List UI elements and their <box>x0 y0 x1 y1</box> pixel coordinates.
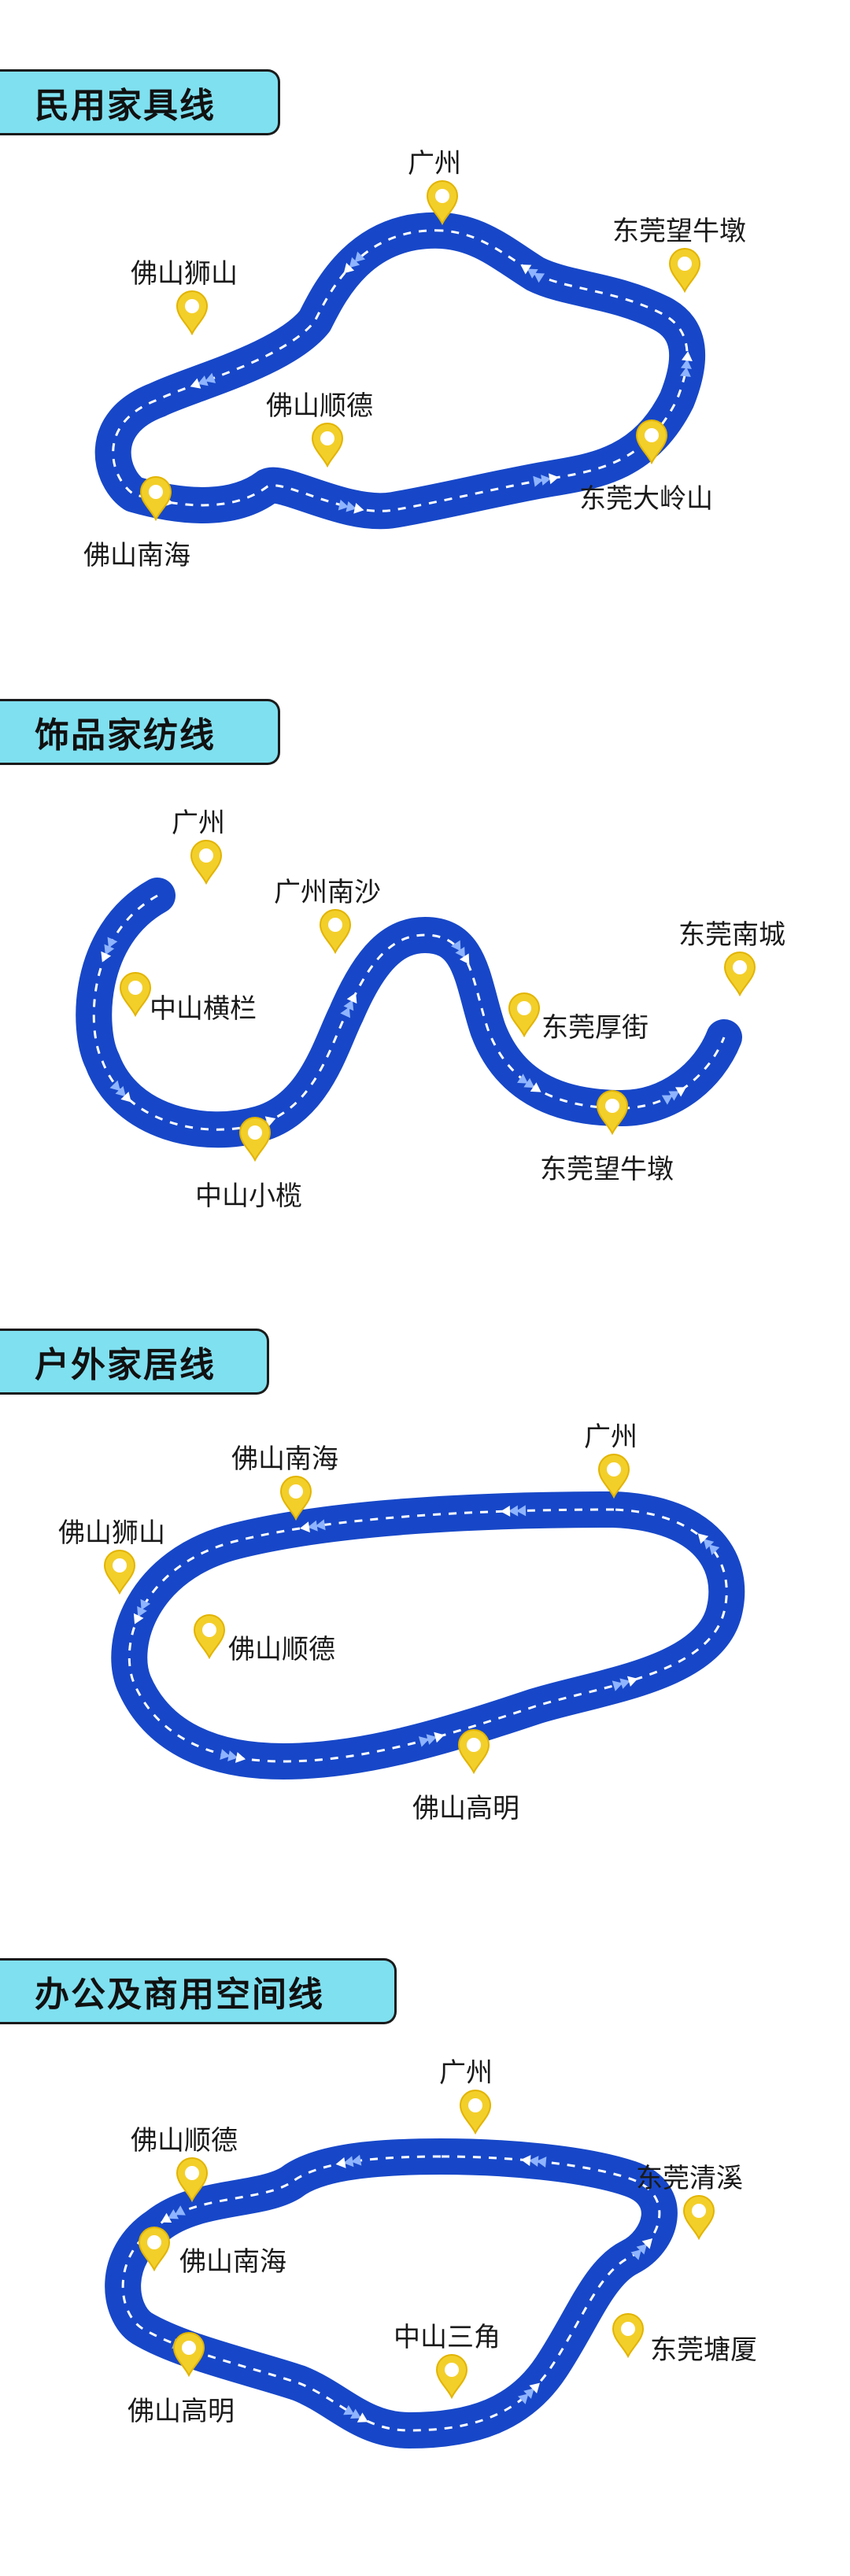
direction-arrow-icon <box>101 937 118 963</box>
direction-arrow-icon <box>340 992 357 1018</box>
place-label: 佛山顺德 <box>131 2125 238 2157</box>
route-section-office: 办公及商用空间线 广州 佛山顺德 东莞清溪 佛山南海 中山三角 东莞塘厦 佛山高… <box>0 1958 850 2576</box>
location-pin-icon <box>238 1116 272 1162</box>
location-pin-icon <box>175 290 209 336</box>
place-label: 广州 <box>439 2057 493 2089</box>
place-label: 广州 <box>584 1421 638 1453</box>
location-pin-icon <box>137 2226 172 2272</box>
place-label: 中山小榄 <box>195 1181 302 1212</box>
route-section-textile: 饰品家纺线 广州 广州南沙 东莞南城 中山横栏 东莞厚街 中山小榄 东莞望牛墩 <box>0 699 850 1266</box>
direction-arrow-icon <box>190 372 216 389</box>
place-label: 广州 <box>172 808 225 839</box>
route-centerline <box>128 1508 728 1763</box>
section-title: 民用家具线 <box>0 69 280 135</box>
place-label: 佛山狮山 <box>131 258 238 290</box>
place-label: 中山三角 <box>394 2322 501 2353</box>
place-label: 佛山高明 <box>128 2396 235 2427</box>
location-pin-icon <box>425 179 460 226</box>
route-diagram <box>111 1491 745 1780</box>
route-section-furniture: 民用家具线 广州 东莞望牛墩 佛山狮山 佛山顺德 东莞大岭山 佛山南海 <box>0 69 850 636</box>
route-diagram <box>94 212 706 530</box>
location-pin-icon <box>611 2312 645 2359</box>
route-diagram <box>76 878 742 1148</box>
section-title: 饰品家纺线 <box>0 699 280 765</box>
location-pin-icon <box>279 1475 313 1521</box>
place-label: 东莞塘厦 <box>650 2334 757 2366</box>
direction-arrow-icon <box>109 1080 131 1103</box>
place-label: 广州南沙 <box>274 877 381 908</box>
location-pin-icon <box>189 839 224 885</box>
direction-arrow-icon <box>418 1732 445 1747</box>
location-pin-icon <box>682 2194 716 2241</box>
location-pin-icon <box>722 951 757 997</box>
location-pin-icon <box>507 992 541 1038</box>
direction-arrow-icon <box>133 1598 151 1624</box>
place-label: 东莞大岭山 <box>579 483 713 515</box>
direction-arrow-icon <box>450 940 470 965</box>
location-pin-icon <box>318 908 353 955</box>
direction-arrow-icon <box>161 2205 186 2223</box>
place-label: 东莞南城 <box>678 919 785 951</box>
location-pin-icon <box>139 475 173 522</box>
place-label: 佛山南海 <box>231 1443 338 1475</box>
location-pin-icon <box>667 247 702 294</box>
direction-arrow-icon <box>335 2154 362 2168</box>
location-pin-icon <box>434 2353 469 2400</box>
location-pin-icon <box>175 2157 209 2203</box>
place-label: 广州 <box>408 148 461 179</box>
direction-arrow-icon <box>299 1519 326 1533</box>
place-label: 佛山顺德 <box>266 390 373 422</box>
section-title: 户外家居线 <box>0 1329 269 1395</box>
place-label: 中山横栏 <box>150 993 257 1025</box>
direction-arrow-icon <box>697 1533 720 1555</box>
place-label: 佛山高明 <box>412 1793 519 1824</box>
direction-arrow-icon <box>533 473 559 487</box>
direction-arrow-icon <box>220 1749 246 1763</box>
place-label: 东莞望牛墩 <box>612 216 746 247</box>
location-pin-icon <box>118 971 153 1018</box>
direction-arrow-icon <box>338 499 364 514</box>
direction-arrow-icon <box>517 2382 540 2404</box>
location-pin-icon <box>458 2089 493 2135</box>
direction-arrow-icon <box>517 1074 541 1092</box>
direction-arrow-icon <box>612 1676 638 1691</box>
route-diagram <box>105 2138 678 2448</box>
direction-arrow-icon <box>661 1087 686 1105</box>
route-centerline <box>112 229 689 512</box>
location-pin-icon <box>597 1453 631 1499</box>
route-centerline <box>92 894 726 1131</box>
place-label: 东莞清溪 <box>636 2163 743 2194</box>
place-label: 佛山狮山 <box>58 1517 165 1549</box>
location-pin-icon <box>102 1549 137 1595</box>
direction-arrow-icon <box>343 251 366 274</box>
direction-arrow-icon <box>679 351 693 377</box>
place-label: 东莞望牛墩 <box>540 1154 674 1185</box>
location-pin-icon <box>634 419 669 465</box>
direction-arrow-icon <box>500 1505 527 1517</box>
direction-arrow-icon <box>520 264 545 283</box>
direction-arrow-icon <box>630 2238 653 2260</box>
location-pin-icon <box>595 1089 630 1136</box>
location-pin-icon <box>172 2331 206 2378</box>
direction-arrow-icon <box>520 2155 547 2168</box>
place-label: 东莞厚街 <box>541 1012 649 1044</box>
place-label: 佛山南海 <box>83 540 190 571</box>
location-pin-icon <box>310 422 345 468</box>
route-section-outdoor: 户外家居线 广州 佛山南海 佛山狮山 佛山顺德 佛山高明 <box>0 1329 850 1895</box>
place-label: 佛山顺德 <box>228 1634 335 1665</box>
direction-arrow-icon <box>343 2404 368 2423</box>
section-title: 办公及商用空间线 <box>0 1958 397 2024</box>
place-label: 佛山南海 <box>179 2246 286 2278</box>
location-pin-icon <box>456 1728 491 1775</box>
location-pin-icon <box>192 1613 227 1660</box>
